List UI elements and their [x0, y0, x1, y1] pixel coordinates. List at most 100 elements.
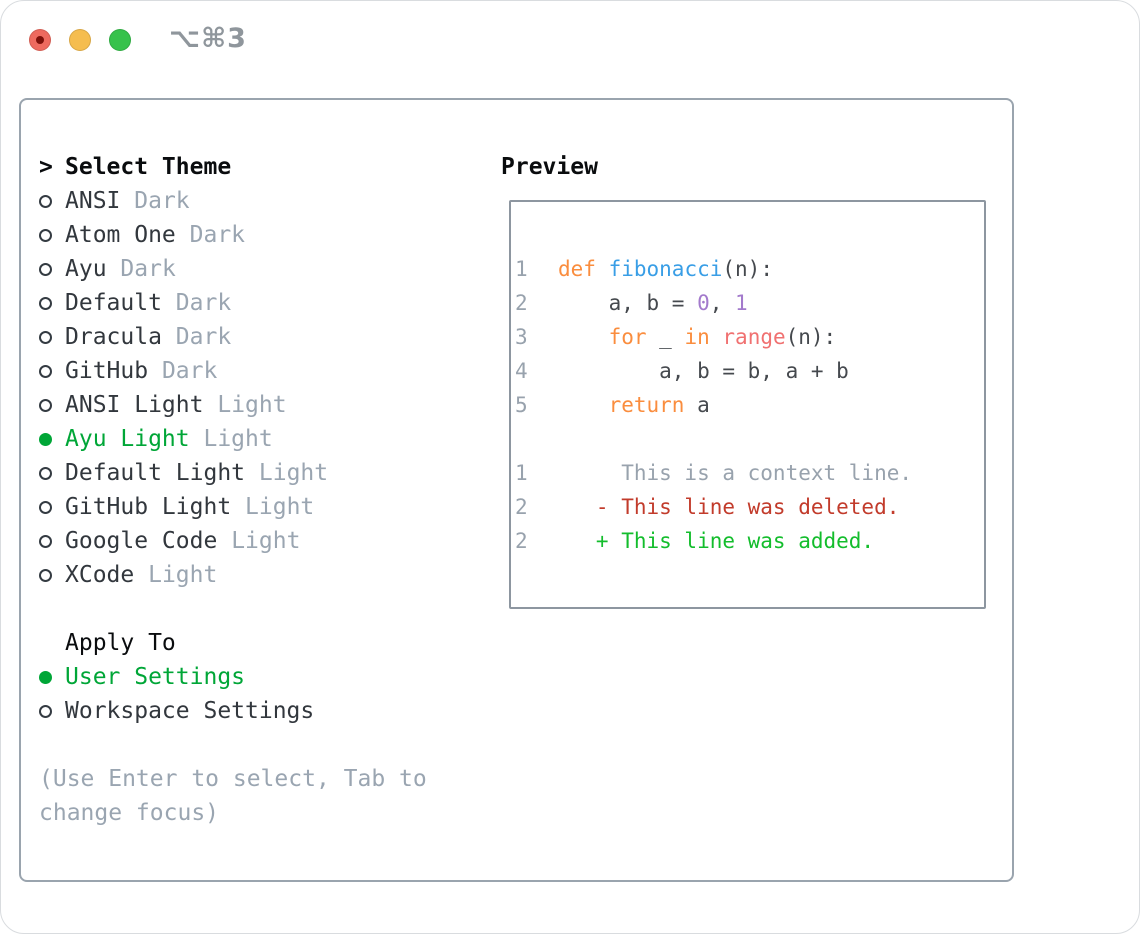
code-line: 1 This is a context line.: [515, 456, 984, 490]
code-token: for: [608, 325, 647, 349]
theme-option-xcode[interactable]: XCode Light: [39, 558, 484, 592]
code-line: 3 for _ in range(n):: [515, 320, 984, 354]
preview-header: Preview: [501, 154, 598, 180]
theme-variant-label: Light: [245, 494, 315, 520]
radio-icon: [39, 365, 52, 378]
code-token: _: [646, 325, 685, 349]
code-token: + This line was added.: [558, 529, 875, 553]
code-line: 2 a, b = 0, 1: [515, 286, 984, 320]
theme-option-label: GitHub Light: [65, 494, 232, 520]
line-number: 2: [515, 291, 528, 315]
apply-option-workspace-settings[interactable]: Workspace Settings: [39, 694, 484, 728]
code-line: [515, 422, 984, 456]
code-token: fibonacci: [608, 257, 723, 281]
theme-variant-label: Dark: [161, 358, 218, 384]
window-title: ⌥⌘3: [169, 23, 247, 54]
theme-option-label: Atom One: [65, 222, 176, 248]
radio-icon: [39, 671, 52, 684]
theme-option-dracula[interactable]: Dracula Dark: [39, 320, 484, 354]
code-token: a, b = b, a + b: [558, 359, 849, 383]
theme-variant-label: Light: [148, 562, 218, 588]
theme-option-default-light[interactable]: Default Light Light: [39, 456, 484, 490]
code-token: - This line was deleted.: [558, 495, 900, 519]
theme-option-default[interactable]: Default Dark: [39, 286, 484, 320]
theme-variant-label: Light: [203, 426, 273, 452]
code-token: a, b =: [558, 291, 698, 315]
theme-option-label: Ayu: [65, 256, 107, 282]
code-token: ,: [709, 291, 736, 315]
theme-option-label: Default: [65, 290, 162, 316]
theme-option-label: XCode: [65, 562, 135, 588]
code-token: (n):: [785, 325, 837, 349]
theme-option-github[interactable]: GitHub Dark: [39, 354, 484, 388]
code-token: [596, 257, 609, 281]
code-token: def: [558, 257, 596, 281]
traffic-light-close-button[interactable]: [29, 29, 51, 51]
theme-option-label: ANSI: [65, 188, 121, 214]
theme-option-github-light[interactable]: GitHub Light Light: [39, 490, 484, 524]
line-number: 1: [515, 461, 528, 485]
radio-icon: [39, 229, 52, 242]
radio-icon: [39, 535, 52, 548]
help-text: (Use Enter to select, Tab to change focu…: [39, 766, 427, 826]
code-line: 4 a, b = b, a + b: [515, 354, 984, 388]
radio-icon: [39, 331, 52, 344]
line-number: 4: [515, 359, 528, 383]
theme-option-ansi-light[interactable]: ANSI Light Light: [39, 388, 484, 422]
code-token: range: [722, 325, 786, 349]
theme-option-label: Ayu Light: [65, 426, 190, 452]
titlebar: ⌥⌘3: [1, 1, 1139, 98]
radio-icon: [39, 569, 52, 582]
traffic-lights: [29, 29, 131, 51]
theme-variant-label: Light: [258, 460, 329, 486]
code-token: (n):: [722, 257, 773, 281]
theme-option-label: Dracula: [65, 324, 162, 350]
radio-icon: [39, 705, 52, 718]
selection-pointer-icon: >: [39, 154, 53, 180]
theme-option-google-code[interactable]: Google Code Light: [39, 524, 484, 558]
theme-option-label: Default Light: [65, 460, 246, 486]
theme-option-ansi[interactable]: ANSI Dark: [39, 184, 484, 218]
line-number: 3: [515, 325, 528, 349]
line-number: 1: [515, 257, 528, 281]
radio-icon: [39, 297, 52, 310]
line-number: 2: [515, 495, 528, 519]
radio-icon: [39, 399, 52, 412]
code-token: 1: [735, 291, 748, 315]
code-token: [558, 393, 609, 417]
code-line: 1 def fibonacci(n):: [515, 252, 984, 286]
theme-variant-label: Dark: [175, 324, 232, 350]
traffic-light-minimize-button[interactable]: [69, 29, 91, 51]
theme-variant-label: Dark: [120, 256, 176, 282]
code-token: 0: [697, 291, 710, 315]
apply-option-user-settings[interactable]: User Settings: [39, 660, 484, 694]
radio-icon: [39, 501, 52, 514]
radio-icon: [39, 263, 52, 276]
theme-option-ayu[interactable]: Ayu Dark: [39, 252, 484, 286]
line-number: 2: [515, 529, 528, 553]
code-token: This is a context line.: [558, 461, 913, 485]
code-token: in: [684, 325, 710, 349]
code-token: [558, 325, 609, 349]
code-line: 2 + This line was added.: [515, 524, 984, 558]
theme-option-ayu-light[interactable]: Ayu Light Light: [39, 422, 484, 456]
traffic-light-zoom-button[interactable]: [109, 29, 131, 51]
theme-variant-label: Light: [231, 528, 301, 554]
theme-option-atom-one[interactable]: Atom One Dark: [39, 218, 484, 252]
radio-icon: [39, 467, 52, 480]
code-line: 5 return a: [515, 388, 984, 422]
theme-variant-label: Dark: [175, 290, 232, 316]
theme-option-label: ANSI Light: [65, 392, 204, 418]
theme-variant-label: Light: [217, 392, 287, 418]
apply-option-label: User Settings: [65, 664, 246, 690]
radio-icon: [39, 433, 52, 446]
line-number: 5: [515, 393, 528, 417]
close-dot-icon: [36, 36, 44, 44]
code-line: 2 - This line was deleted.: [515, 490, 984, 524]
theme-option-label: GitHub: [65, 358, 149, 384]
